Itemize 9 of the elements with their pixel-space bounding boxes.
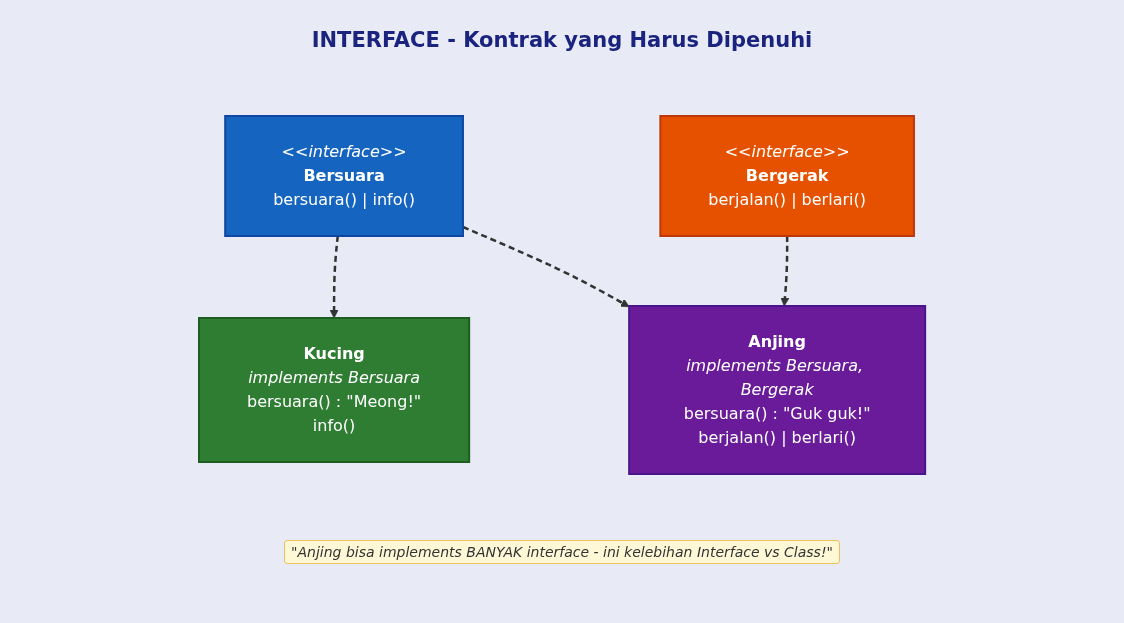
node-box: Kucing implements Bersuara bersuara() : "Meong!" info() [197, 317, 471, 463]
node-box: Anjing implements Bersuara, Bergerak bersuara() : "Guk guk!" berjalan() | berlari() [628, 305, 927, 475]
note: "Anjing bisa implements BANYAK interface - ini kelebihan Interface vs Class!" [284, 540, 840, 564]
arrow [462, 225, 630, 308]
diagram-title: INTERFACE - Kontrak yang Harus Dipenuhi [311, 28, 813, 52]
arrow [780, 236, 790, 307]
arrow [329, 235, 339, 319]
node-box: <<interface>> Bergerak berjalan() | berlari() [659, 115, 915, 237]
node-box: <<interface>> Bersuara bersuara() | info() [224, 115, 464, 237]
